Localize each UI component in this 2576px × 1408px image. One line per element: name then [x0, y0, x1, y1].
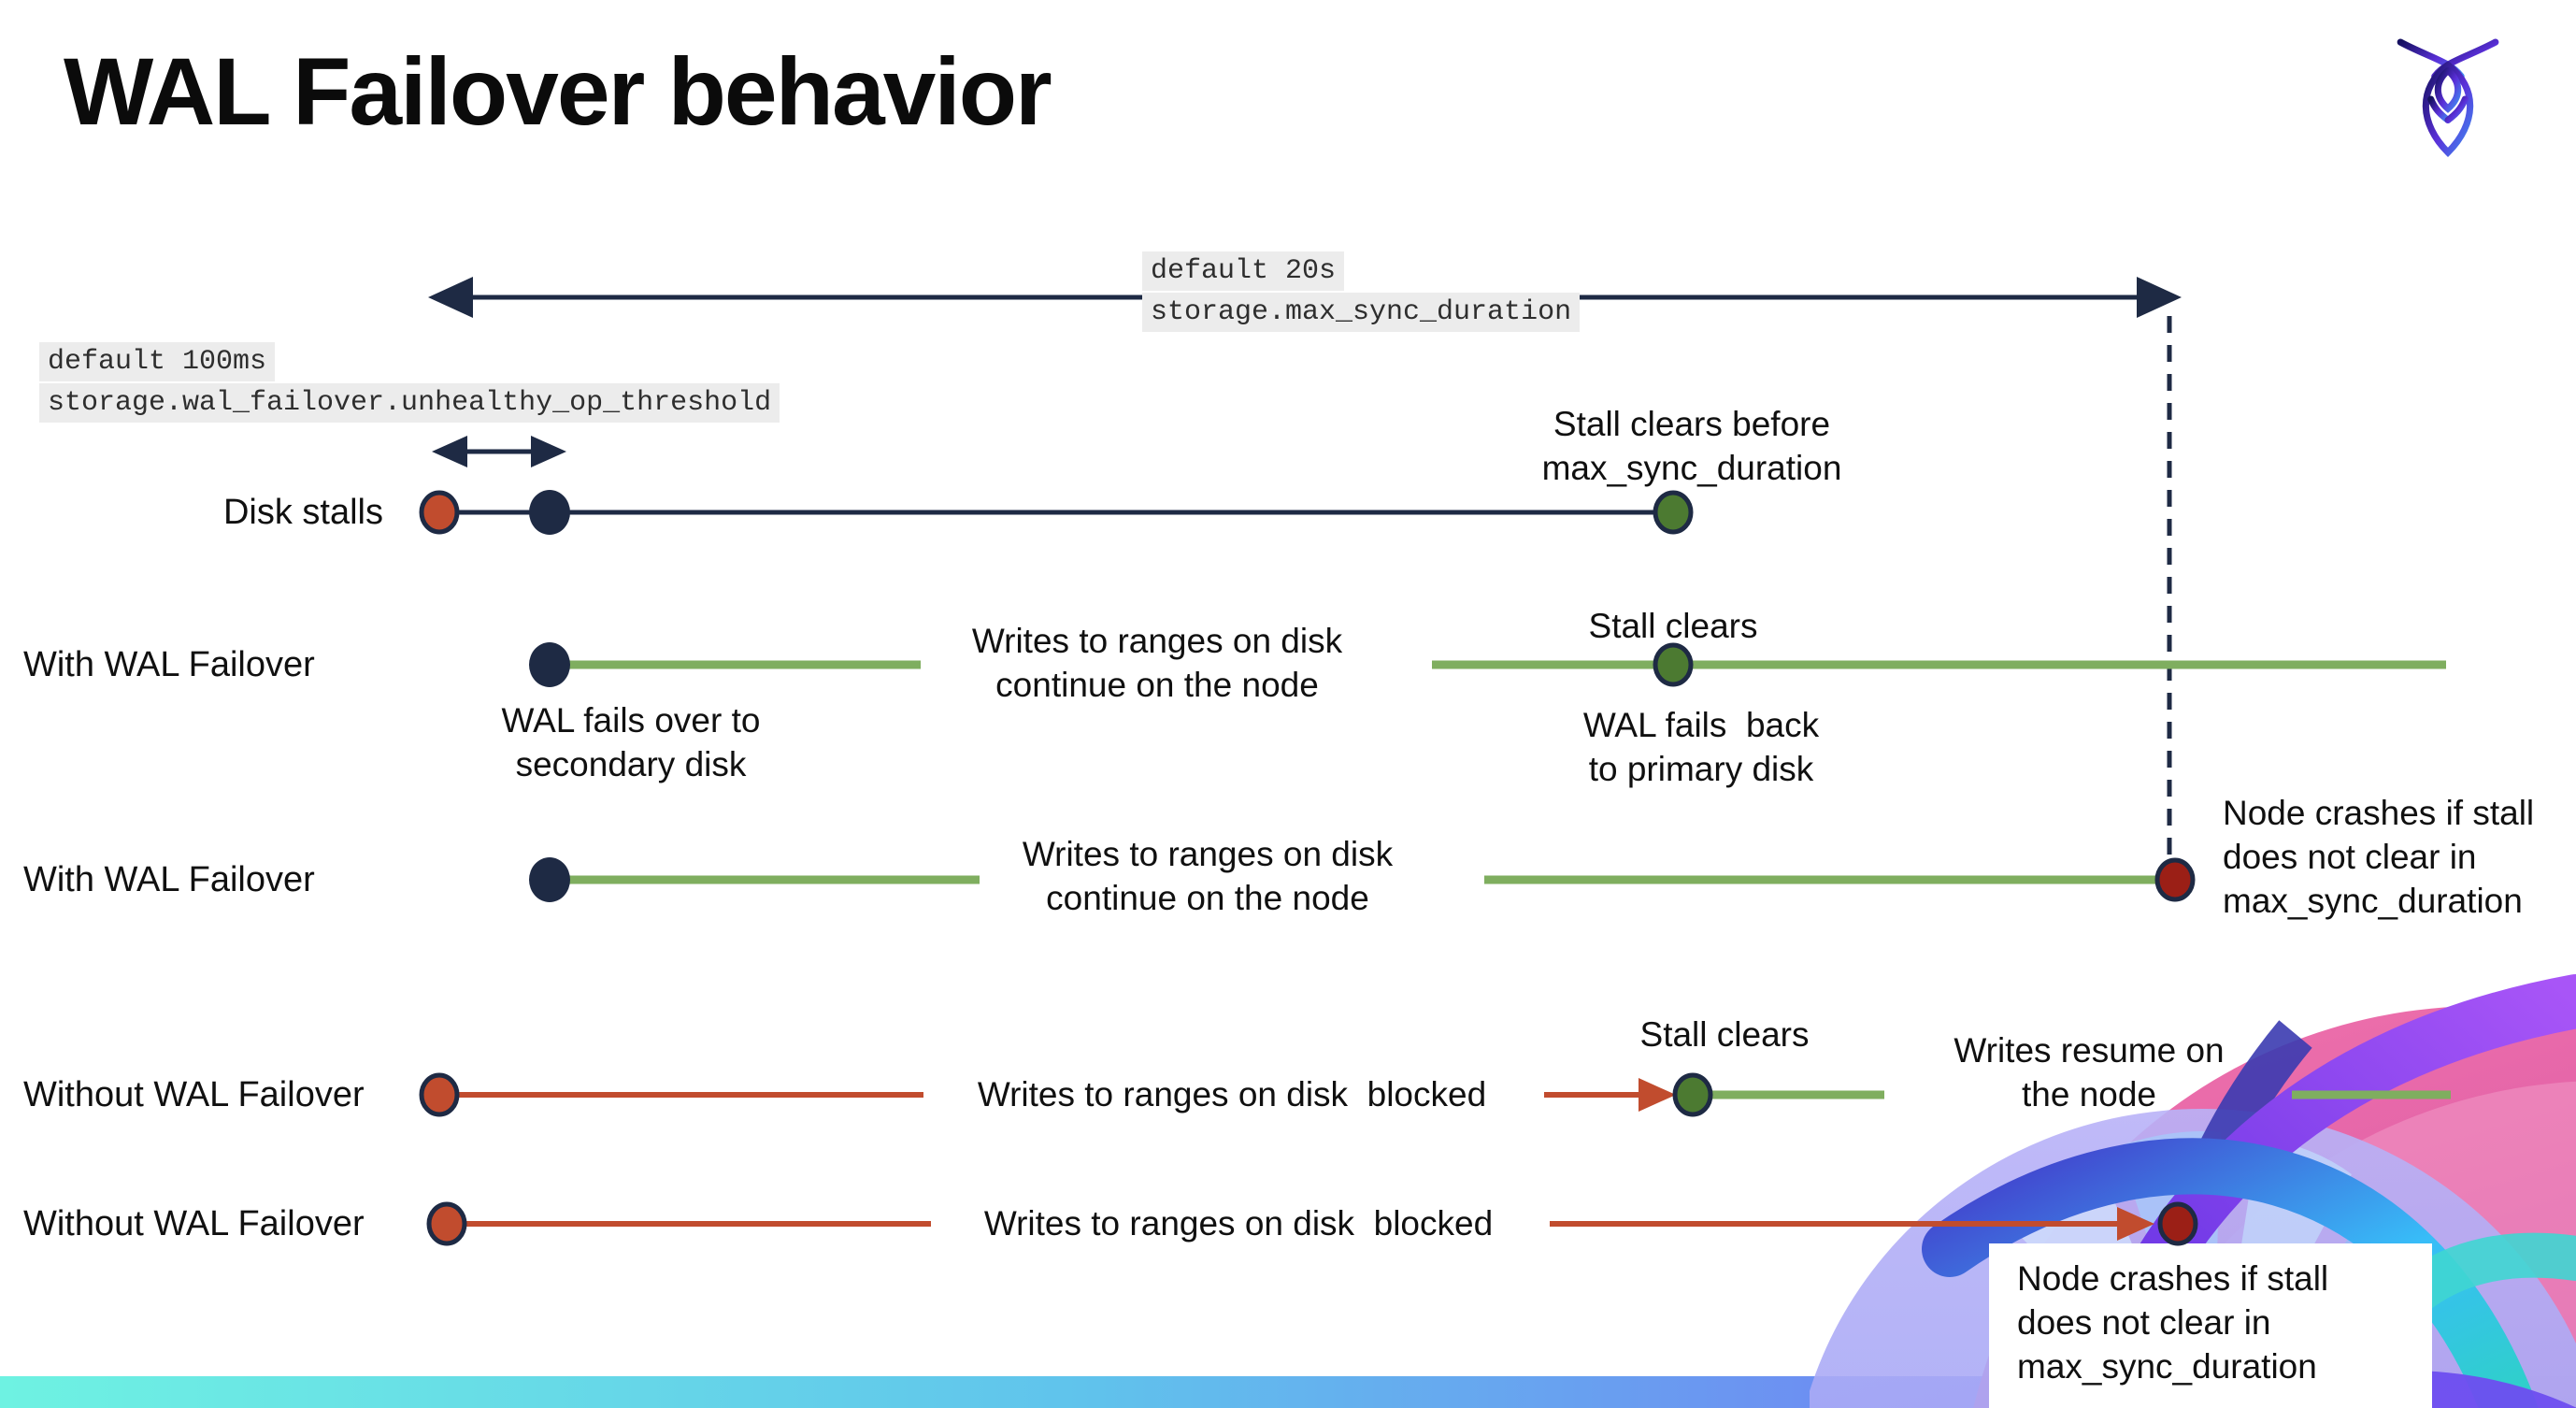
unhealthy-op-threshold-arrow — [432, 436, 566, 467]
stall-clear-dot — [1653, 642, 1694, 687]
row-label-with-wal-1: With WAL Failover — [23, 645, 315, 684]
arrowhead-right-icon — [1639, 1078, 1676, 1112]
fails-over-label: WAL fails over to secondary disk — [501, 701, 761, 783]
writes-blocked-label-1: Writes to ranges on disk blocked — [977, 1075, 1487, 1113]
unhealthy-op-threshold-setting: default 100ms storage.wal_failover.unhea… — [39, 342, 780, 424]
stall-clear-dot — [1672, 1072, 1713, 1117]
stall-start-dot — [426, 1201, 467, 1246]
writes-resume-label: Writes resume on the node — [1953, 1031, 2225, 1113]
stall-start-dot — [419, 1072, 460, 1117]
node-crash-2-line1: Node crashes if stall — [2017, 1259, 2329, 1298]
stall-start-dot — [419, 490, 460, 535]
node-crash-callout-box: Node crashes if stall does not clear in … — [1989, 1243, 2432, 1408]
failover-dot — [529, 642, 570, 687]
row-disk-stalls — [419, 490, 1694, 535]
writes-continue-label-2: Writes to ranges on disk continue on the… — [1022, 835, 1394, 917]
page-title: WAL Failover behavior — [64, 38, 1052, 145]
node-crash-2-line3: max_sync_duration — [2017, 1347, 2317, 1386]
row-label-with-wal-2: With WAL Failover — [23, 860, 315, 899]
arrowhead-right-icon — [2137, 277, 2182, 318]
max-sync-default-value: default 20s — [1142, 251, 1345, 291]
threshold-dot — [529, 490, 570, 535]
node-crash-2-line2: does not clear in — [2017, 1303, 2271, 1342]
arrowhead-left-icon — [428, 277, 473, 318]
stall-clear-dot — [1653, 490, 1694, 535]
arrowhead-right-icon — [2117, 1207, 2154, 1241]
arrowhead-left-icon — [432, 436, 467, 467]
cockroach-icon — [2397, 38, 2499, 158]
stall-clears-label-1: Stall clears — [1588, 607, 1758, 645]
failover-dot — [529, 857, 570, 902]
stall-clears-label-2: Stall clears — [1639, 1015, 1810, 1054]
arrowhead-right-icon — [531, 436, 566, 467]
node-crash-dot — [2157, 1201, 2198, 1246]
max-sync-duration-setting: default 20s storage.max_sync_duration — [1142, 251, 1581, 334]
stall-clears-before-label: Stall clears before max_sync_duration — [1541, 405, 1842, 487]
writes-continue-label-1: Writes to ranges on disk continue on the… — [971, 622, 1343, 704]
max-sync-setting-name: storage.max_sync_duration — [1142, 293, 1581, 332]
fails-back-label: WAL fails back to primary disk — [1582, 706, 1820, 788]
row-with-wal-failover-1 — [529, 642, 2446, 687]
node-crash-label-1: Node crashes if stall does not clear in … — [2223, 794, 2535, 920]
writes-blocked-label-2: Writes to ranges on disk blocked — [983, 1204, 1494, 1243]
node-crash-label-2: Node crashes if stall does not clear in … — [1989, 1243, 2432, 1388]
row-label-disk-stalls: Disk stalls — [222, 493, 383, 532]
node-crash-dot — [2154, 857, 2196, 902]
row-label-without-wal-1: Without WAL Failover — [23, 1075, 365, 1114]
threshold-default-value: default 100ms — [39, 342, 276, 381]
row-label-without-wal-2: Without WAL Failover — [23, 1204, 365, 1243]
threshold-setting-name: storage.wal_failover.unhealthy_op_thresh… — [39, 383, 780, 423]
